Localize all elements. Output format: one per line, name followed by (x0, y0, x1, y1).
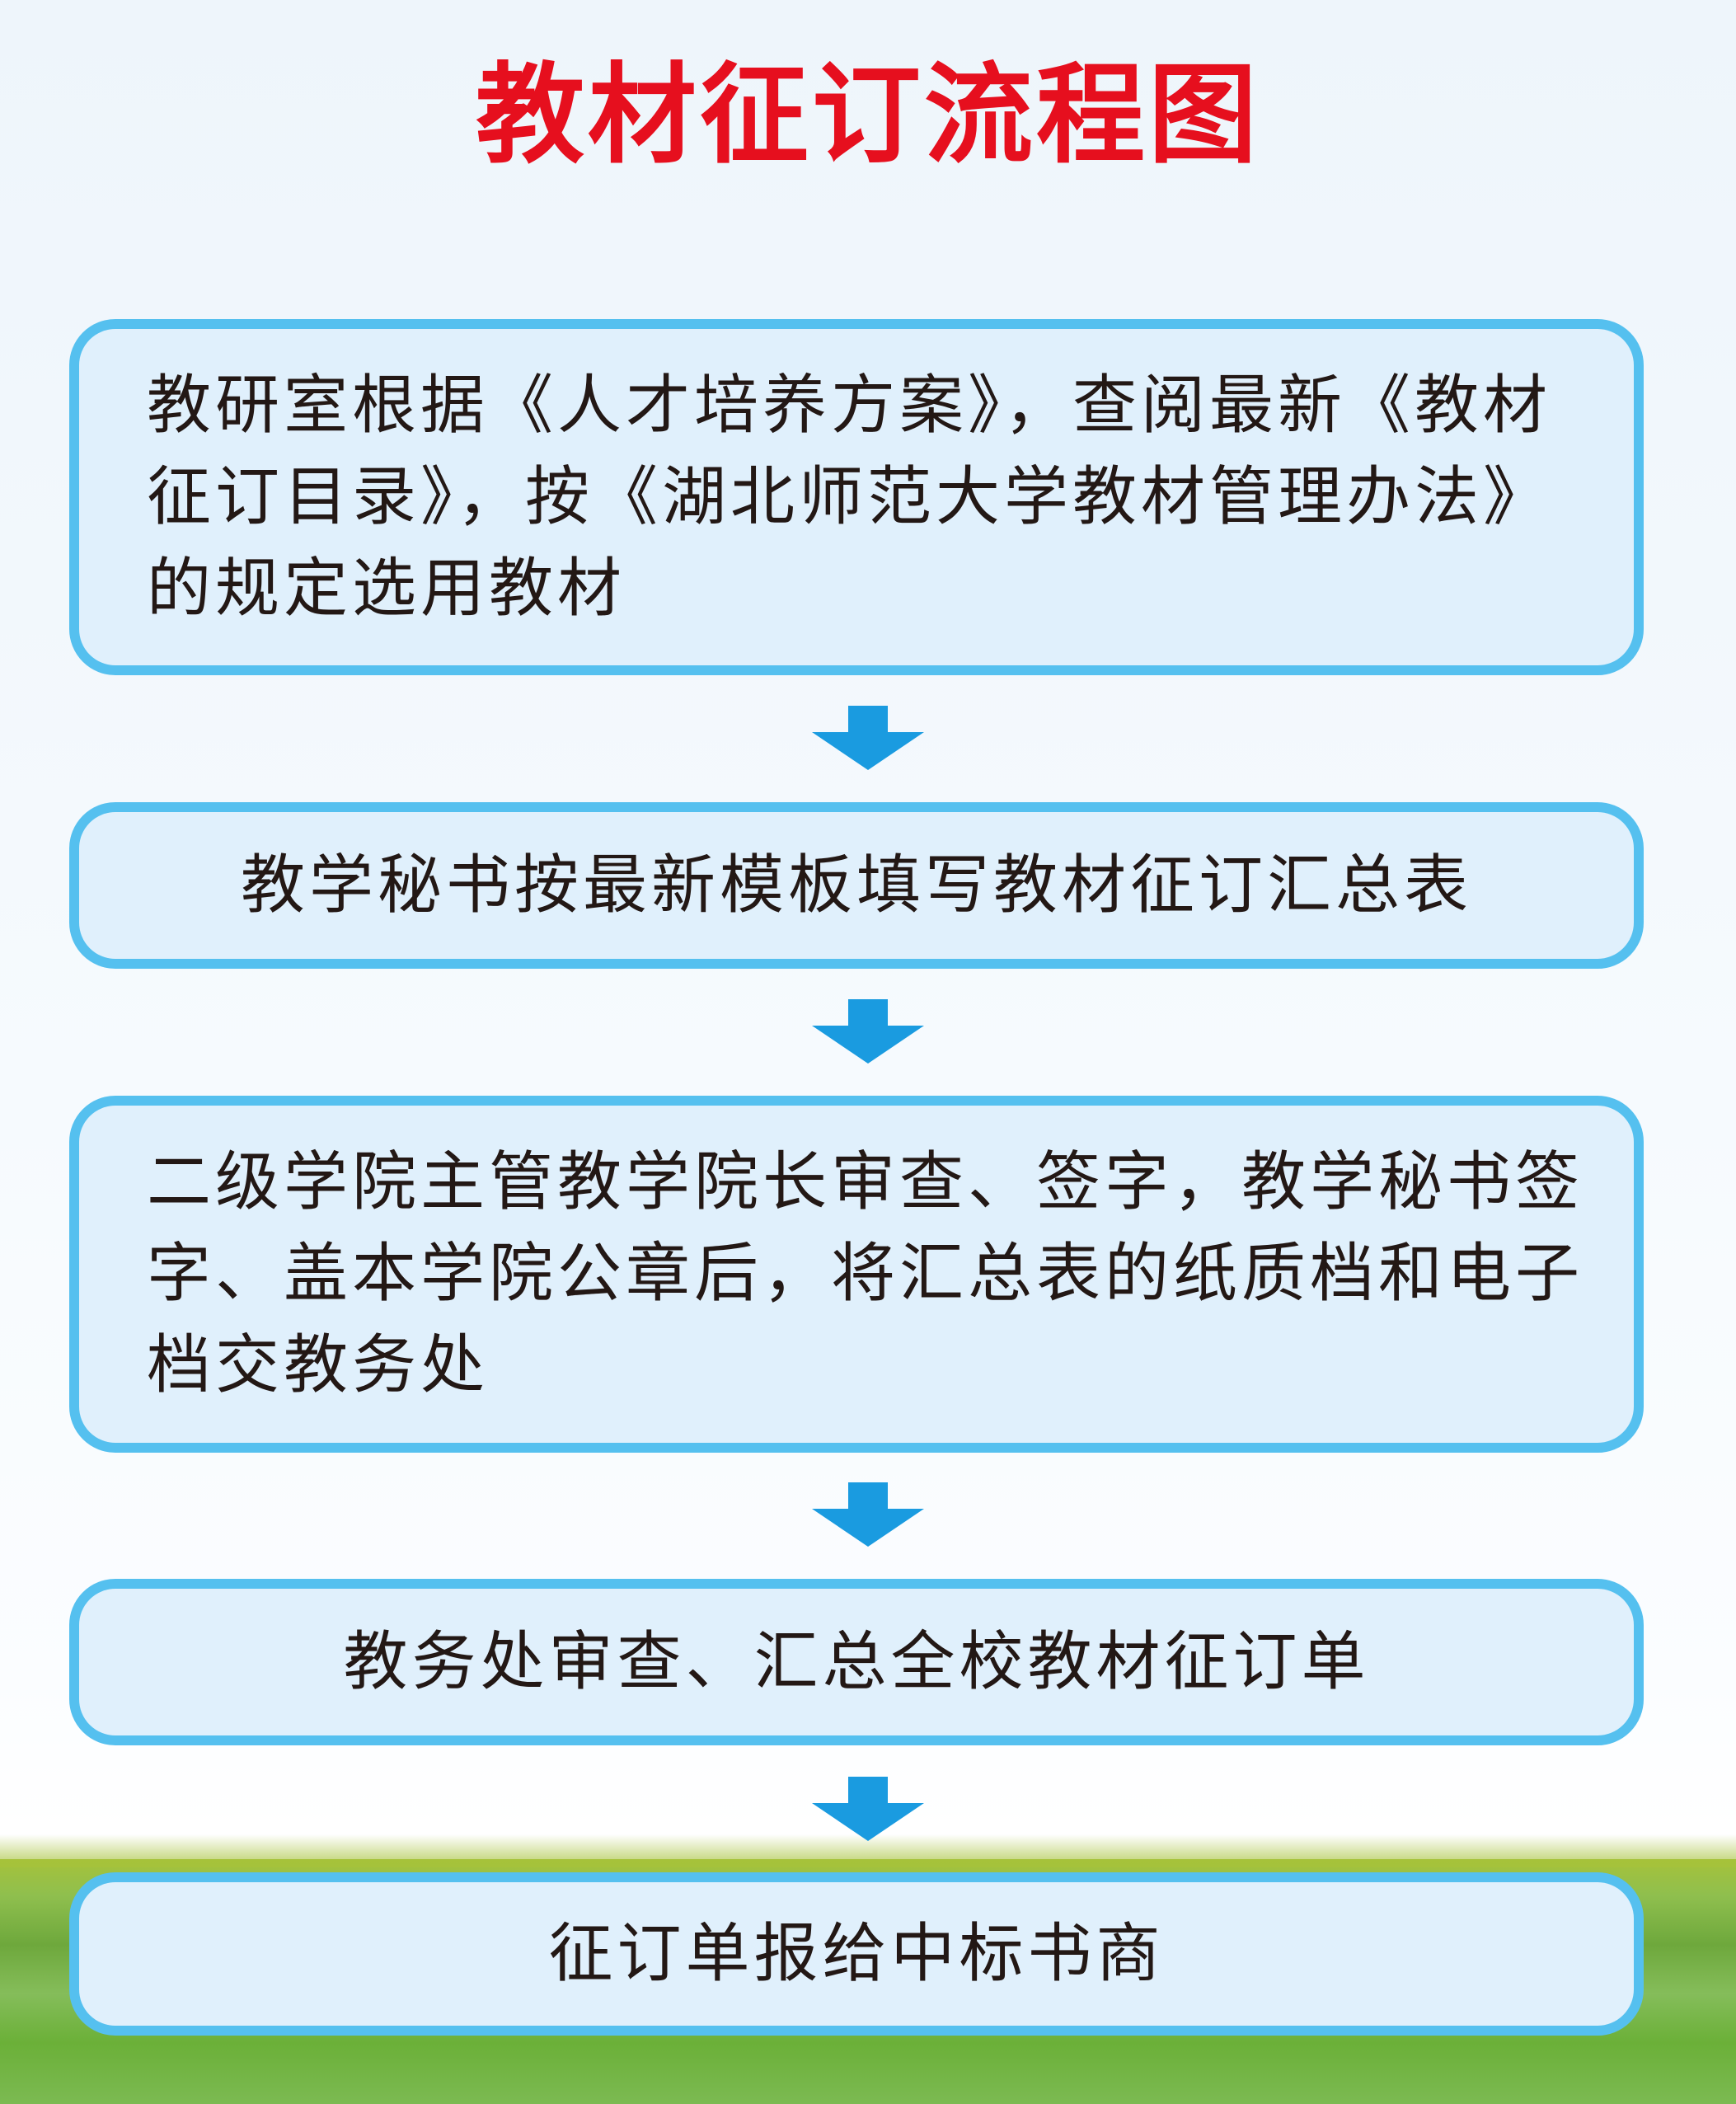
step-text: 二级学院主管教学院长审查、签字，教学秘书签字、盖本学院公章后，将汇总表的纸质档和… (147, 1145, 1584, 1402)
flow-step-1: 教研室根据《人才培养方案》，查阅最新《教材征订目录》，按《湖北师范大学教材管理办… (69, 319, 1644, 675)
arrow-down-icon (812, 1777, 924, 1841)
flow-step-5: 征订单报给中标书商 (69, 1872, 1644, 2036)
step-text: 教研室根据《人才培养方案》，查阅最新《教材征订目录》，按《湖北师范大学教材管理办… (147, 368, 1552, 626)
step-text: 教学秘书按最新模板填写教材征订汇总表 (240, 848, 1472, 923)
flow-step-3: 二级学院主管教学院长审查、签字，教学秘书签字、盖本学院公章后，将汇总表的纸质档和… (69, 1096, 1644, 1453)
flow-step-2: 教学秘书按最新模板填写教材征订汇总表 (69, 802, 1644, 969)
arrow-down-icon (812, 999, 924, 1064)
step-text: 征订单报给中标书商 (548, 1916, 1165, 1991)
flow-step-4: 教务处审查、汇总全校教材征订单 (69, 1579, 1644, 1745)
arrow-down-icon (812, 706, 924, 770)
arrow-down-icon (812, 1482, 924, 1547)
step-text: 教务处审查、汇总全校教材征订单 (343, 1624, 1370, 1699)
page-title: 教材征订流程图 (476, 52, 1260, 179)
